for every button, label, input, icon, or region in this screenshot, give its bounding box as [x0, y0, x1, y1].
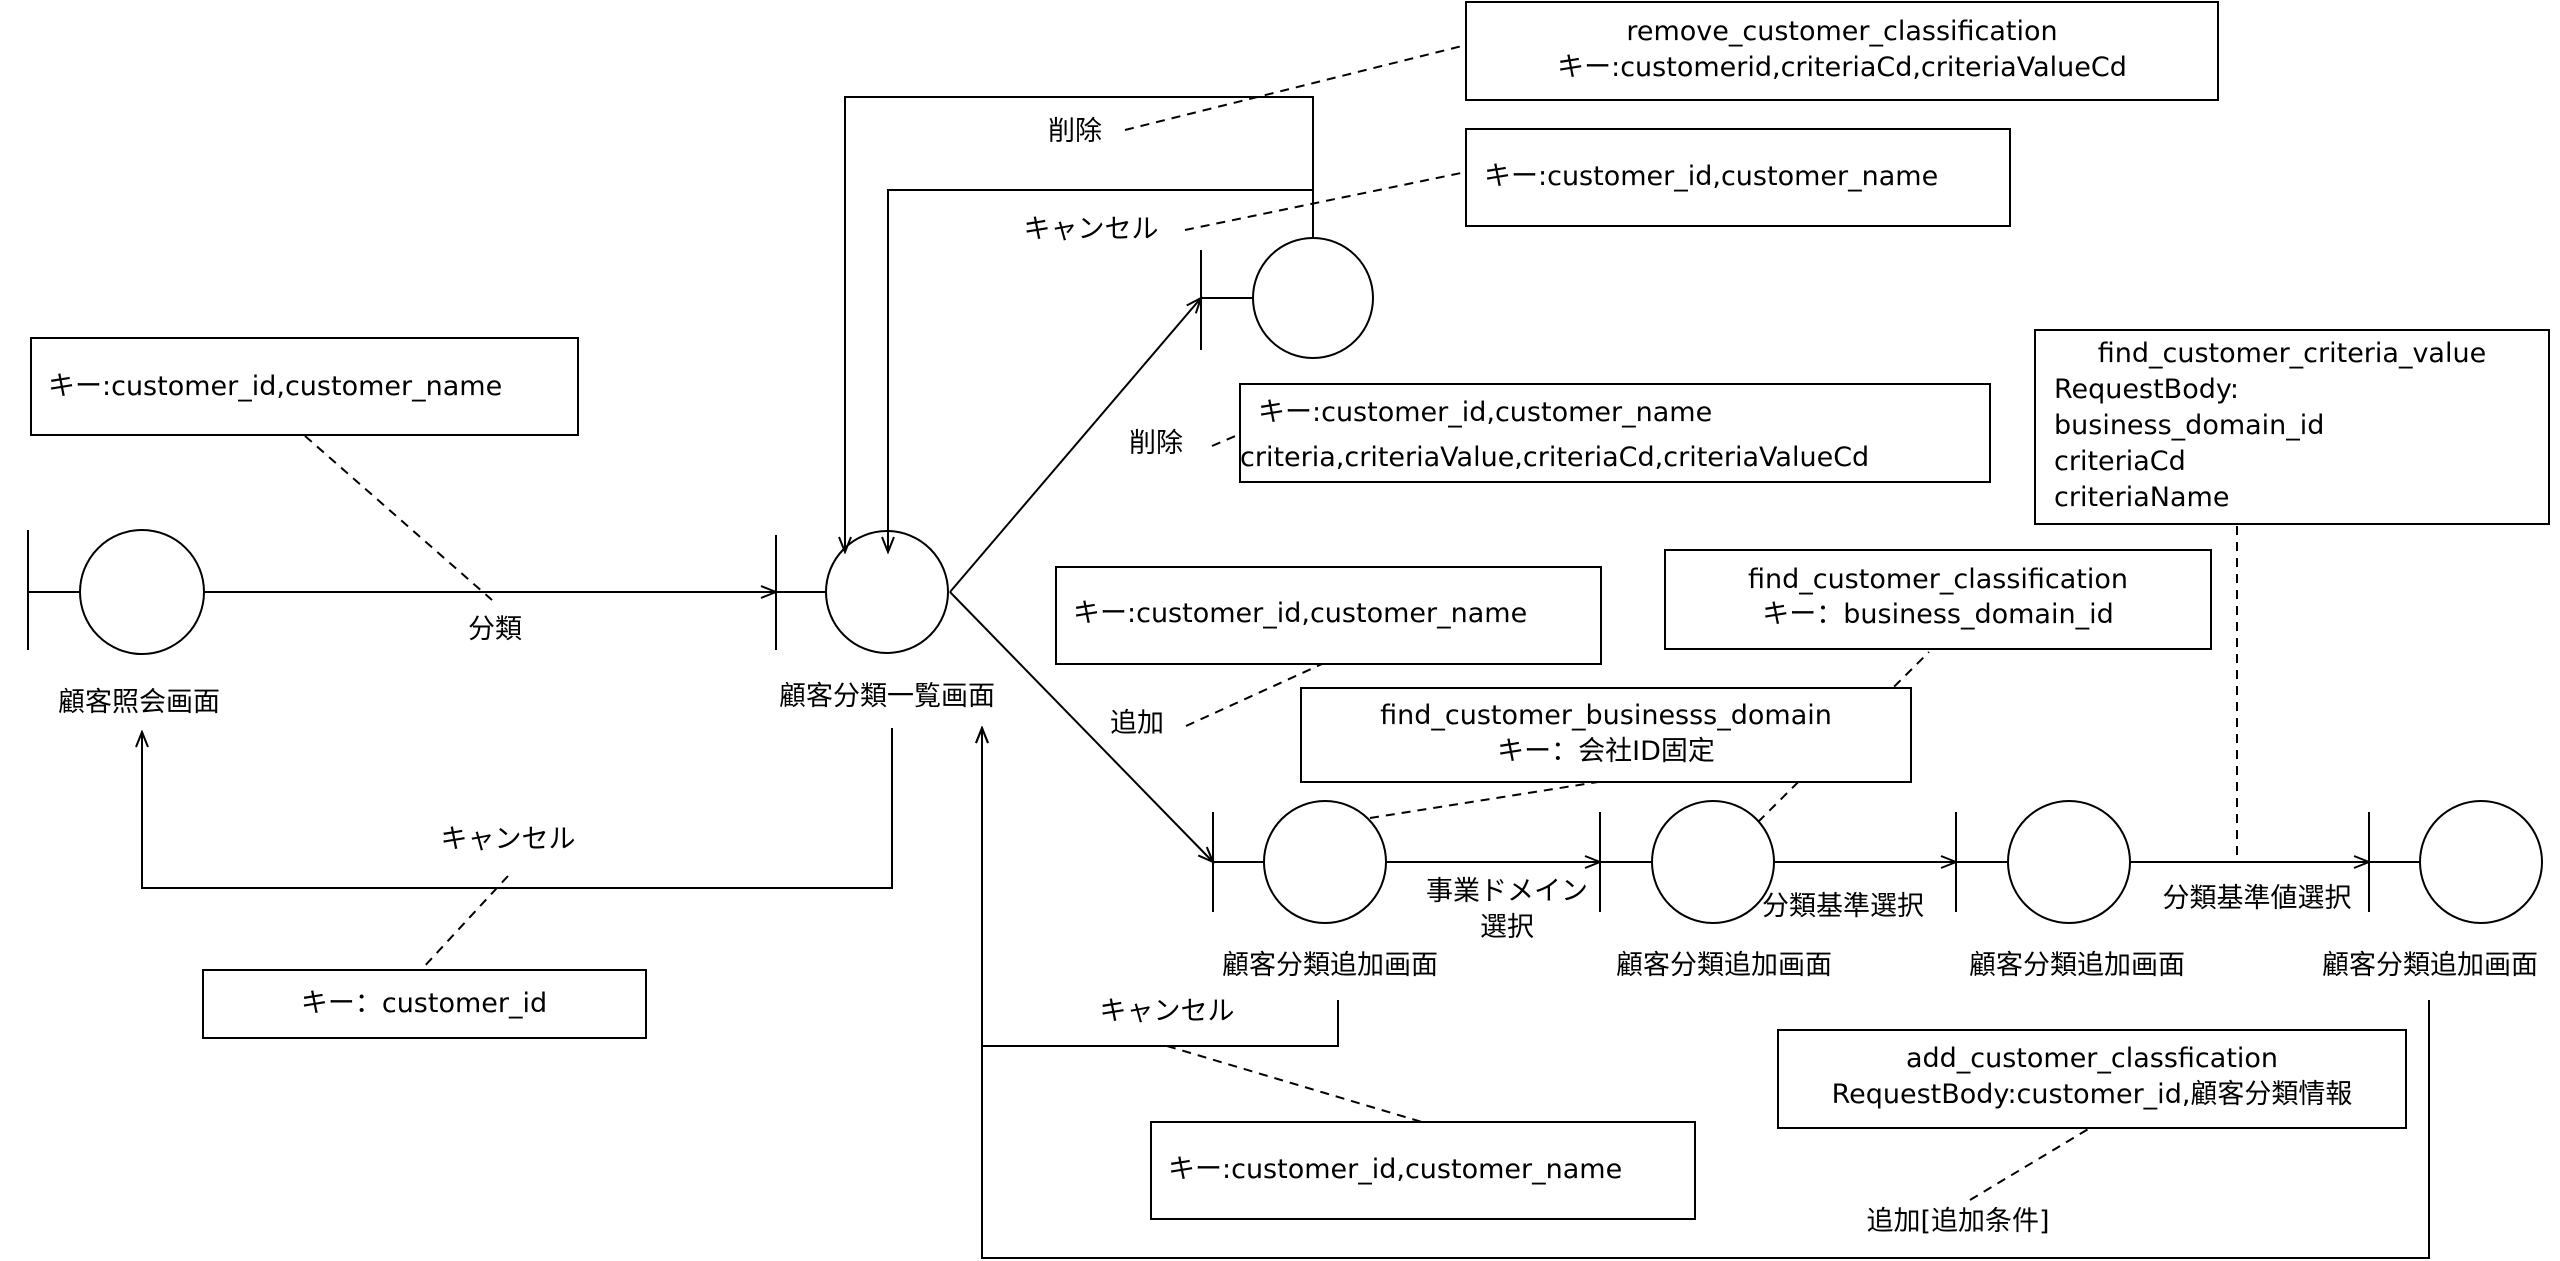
- note-delete-key-line2: criteria,criteriaValue,criteriaCd,criter…: [1240, 442, 1869, 473]
- note-find-value-box: [2034, 329, 2550, 525]
- note-remove-box: [1465, 1, 2219, 101]
- note-find-class-key: キー：business_domain_id: [1762, 599, 2113, 630]
- note-cancel-bottom-box: [1150, 1121, 1696, 1220]
- screen-label-list: 顧客分類一覧画面: [779, 681, 995, 712]
- dash-cancel-top: [1184, 171, 1467, 231]
- label-add-with-condition: 追加[追加条件]: [1866, 1206, 2049, 1237]
- dash-add-cls: [1969, 1127, 2091, 1201]
- note-find-domain-title: find_customer_businesss_domain: [1380, 700, 1832, 731]
- edge-to-delete: [949, 298, 1201, 593]
- screen-label-add-2: 顧客分類追加画面: [1616, 950, 1832, 981]
- note-add-cls-title: add_customer_classfication: [1906, 1043, 2278, 1074]
- label-delete-top: 削除: [1048, 116, 1102, 147]
- node-delete-confirm: [1200, 237, 1374, 359]
- note-cancel-key-box: [202, 969, 647, 1039]
- label-select-domain-2: 選択: [1480, 912, 1534, 943]
- note-find-domain-key: キー：会社ID固定: [1497, 736, 1715, 767]
- screen-label-add-1: 顧客分類追加画面: [1222, 950, 1438, 981]
- label-select-criteria-value: 分類基準値選択: [2163, 883, 2352, 914]
- note-cancel-top-box: [1465, 128, 2011, 227]
- screen-label-add-3: 顧客分類追加画面: [1969, 950, 2185, 981]
- node-customer-inquiry: [27, 529, 205, 655]
- dash-inquiry-key: [304, 435, 493, 601]
- note-find-value-line2: business_domain_id: [2054, 410, 2324, 441]
- label-classify: 分類: [468, 614, 522, 645]
- dash-cancel-key: [420, 875, 509, 971]
- note-remove-key: キー:customerid,criteriaCd,criteriaValueCd: [1557, 52, 2127, 83]
- note-find-value-line1: RequestBody:: [2054, 374, 2239, 405]
- note-add-cls-body: RequestBody:customer_id,顧客分類情報: [1832, 1079, 2353, 1110]
- screen-label-add-4: 顧客分類追加画面: [2322, 950, 2538, 981]
- label-delete-mid: 削除: [1129, 428, 1183, 459]
- note-find-value-line3: criteriaCd: [2054, 446, 2186, 477]
- label-cancel-bottom: キャンセル: [1100, 996, 1235, 1027]
- label-cancel-to-inquiry: キャンセル: [441, 824, 576, 855]
- note-delete-key-box: [1239, 383, 1991, 483]
- node-add-screen-4: [2368, 800, 2543, 924]
- edge-cancel-top-return: [888, 189, 1313, 552]
- dash-add-key: [1185, 663, 1323, 727]
- note-cancel-bottom-key: キー:customer_id,customer_name: [1168, 1154, 1622, 1185]
- note-delete-key-line1: キー:customer_id,customer_name: [1258, 397, 1712, 428]
- label-select-domain-1: 事業ドメイン: [1426, 876, 1588, 907]
- note-find-value-title: find_customer_criteria_value: [2098, 338, 2486, 369]
- edge-delete-return: [845, 96, 1314, 552]
- edge-cancel-to-inquiry: [142, 728, 893, 889]
- dash-find-domain: [1369, 781, 1599, 819]
- note-find-class-box: [1664, 549, 2212, 650]
- label-select-criteria: 分類基準選択: [1762, 891, 1924, 922]
- screen-label-inquiry: 顧客照会画面: [58, 687, 220, 718]
- note-find-value-line4: criteriaName: [2054, 482, 2229, 513]
- note-add-key: キー:customer_id,customer_name: [1073, 598, 1527, 629]
- note-cancel-key: キー：customer_id: [301, 988, 547, 1019]
- dash-cancel-bottom: [1166, 1045, 1423, 1123]
- node-add-screen-3: [1955, 800, 2131, 924]
- note-find-class-title: find_customer_classification: [1748, 564, 2128, 595]
- edge-add-complete: [982, 728, 2430, 1259]
- label-cancel-top: キャンセル: [1024, 214, 1159, 245]
- note-cancel-top-key: キー:customer_id,customer_name: [1484, 161, 1938, 192]
- note-inquiry-key-box: [30, 337, 579, 436]
- node-add-screen-2: [1599, 800, 1775, 924]
- node-classification-list: [775, 530, 949, 654]
- dash-remove: [1124, 44, 1467, 131]
- label-add: 追加: [1110, 708, 1164, 739]
- edge-add: [949, 591, 1213, 862]
- note-remove-title: remove_customer_classification: [1626, 16, 2057, 47]
- note-add-cls-box: [1777, 1029, 2407, 1129]
- note-add-key-box: [1055, 566, 1602, 665]
- dash-delete-key: [1211, 433, 1241, 447]
- note-find-domain-box: [1300, 687, 1912, 783]
- note-inquiry-key: キー:customer_id,customer_name: [48, 371, 502, 402]
- node-add-screen-1: [1212, 800, 1387, 924]
